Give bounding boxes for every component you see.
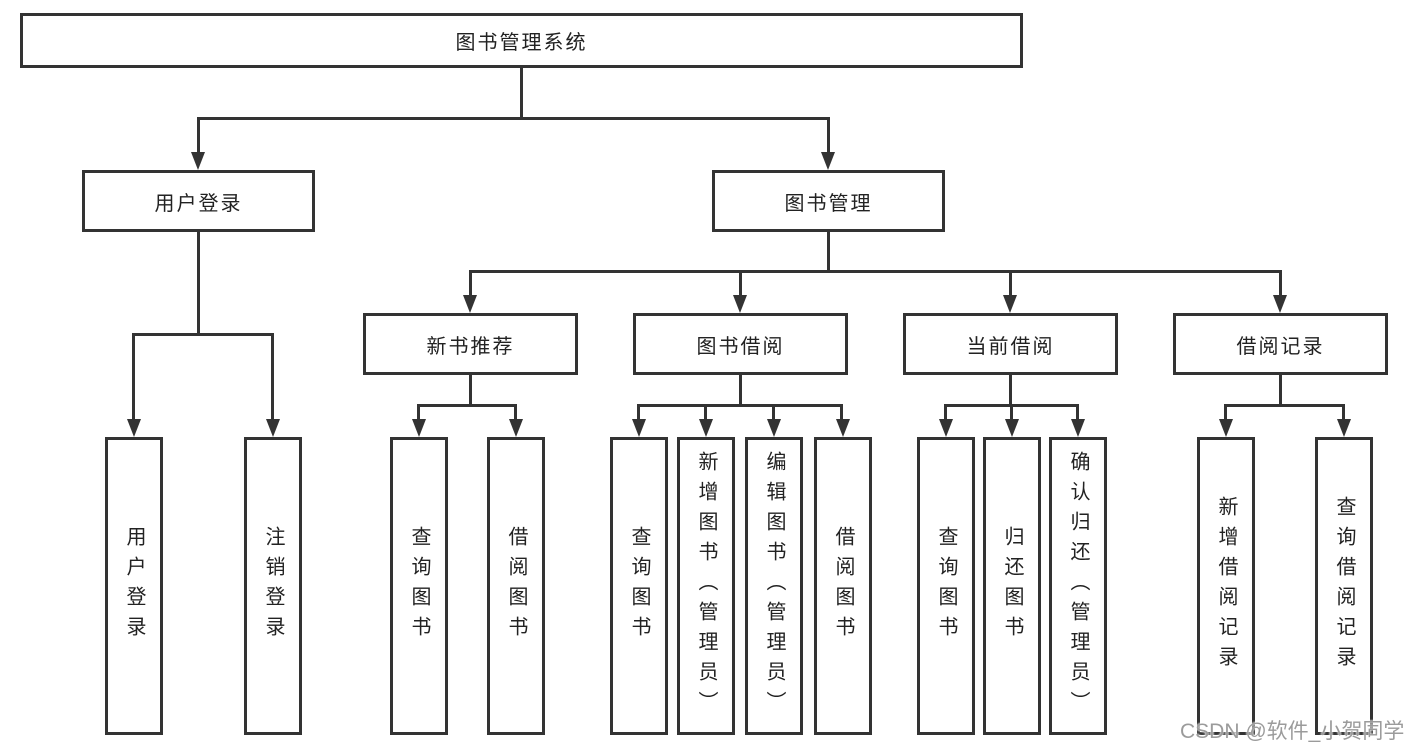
leaf-label: 借阅图书 (505, 526, 527, 646)
connector-line (739, 270, 742, 299)
arrow-down-icon (767, 419, 781, 437)
connector-line (469, 270, 1282, 273)
node-label: 新书推荐 (426, 335, 515, 358)
arrow-down-icon (191, 152, 205, 170)
arrow-down-icon (939, 419, 953, 437)
arrow-down-icon (1071, 419, 1085, 437)
leaf-edit-book-admin: 编辑图书（管理员） (745, 437, 803, 735)
connector-line (197, 232, 200, 336)
connector-line (469, 375, 472, 407)
arrow-down-icon (821, 152, 835, 170)
leaf-query-books-borrow: 查询图书 (610, 437, 668, 735)
node-borrow-records: 借阅记录 (1173, 313, 1388, 375)
arrow-down-icon (463, 295, 477, 313)
connector-line (944, 404, 947, 423)
node-label: 用户登录 (154, 192, 243, 215)
connector-line (1279, 270, 1282, 299)
leaf-borrow-books-recommend: 借阅图书 (487, 437, 545, 735)
leaf-label: 确认归还（管理员） (1067, 451, 1089, 721)
connector-line (197, 117, 200, 156)
node-book-management: 图书管理 (712, 170, 945, 232)
arrow-down-icon (1003, 295, 1017, 313)
connector-line (827, 232, 830, 273)
leaf-query-borrow-record: 查询借阅记录 (1315, 437, 1373, 735)
leaf-borrow-books-borrow: 借阅图书 (814, 437, 872, 735)
leaf-add-borrow-record: 新增借阅记录 (1197, 437, 1255, 735)
watermark-text: CSDN @软件_小贺同学 (1180, 720, 1405, 743)
connector-line (271, 333, 274, 423)
connector-line (827, 117, 830, 156)
connector-line (1224, 404, 1345, 407)
leaf-label: 查询图书 (628, 526, 650, 646)
connector-line (1009, 270, 1012, 299)
node-label: 图书管理 (784, 192, 873, 215)
leaf-label: 归还图书 (1001, 526, 1023, 646)
arrow-down-icon (836, 419, 850, 437)
connector-line (514, 404, 517, 423)
leaf-label: 注销登录 (262, 526, 284, 646)
node-label: 借阅记录 (1236, 335, 1325, 358)
connector-line (1009, 375, 1012, 407)
leaf-label: 新增借阅记录 (1215, 496, 1237, 676)
connector-line (772, 404, 775, 423)
arrow-down-icon (632, 419, 646, 437)
connector-line (132, 333, 135, 423)
connector-line (739, 375, 742, 407)
leaf-label: 查询图书 (935, 526, 957, 646)
node-label: 图书借阅 (696, 335, 785, 358)
leaf-label: 用户登录 (123, 526, 145, 646)
node-user-login: 用户登录 (82, 170, 315, 232)
connector-line (469, 270, 472, 299)
leaf-label: 新增图书（管理员） (695, 451, 717, 721)
arrow-down-icon (1337, 419, 1351, 437)
node-label: 图书管理系统 (455, 32, 588, 54)
leaf-query-books-recommend: 查询图书 (390, 437, 448, 735)
leaf-query-books-current: 查询图书 (917, 437, 975, 735)
arrow-down-icon (733, 295, 747, 313)
node-new-book-recommend: 新书推荐 (363, 313, 578, 375)
arrow-down-icon (1273, 295, 1287, 313)
connector-line (1342, 404, 1345, 423)
connector-line (840, 404, 843, 423)
leaf-add-book-admin: 新增图书（管理员） (677, 437, 735, 735)
leaf-label: 编辑图书（管理员） (763, 451, 785, 721)
connector-line (1279, 375, 1282, 407)
node-book-borrowing: 图书借阅 (633, 313, 848, 375)
connector-line (637, 404, 843, 407)
arrow-down-icon (509, 419, 523, 437)
arrow-down-icon (127, 419, 141, 437)
leaf-confirm-return-admin: 确认归还（管理员） (1049, 437, 1107, 735)
leaf-label: 查询图书 (408, 526, 430, 646)
arrow-down-icon (699, 419, 713, 437)
connector-line (417, 404, 420, 423)
connector-line (417, 404, 517, 407)
connector-line (637, 404, 640, 423)
connector-line (1010, 404, 1013, 423)
arrow-down-icon (412, 419, 426, 437)
node-current-borrowing: 当前借阅 (903, 313, 1118, 375)
connector-line (1076, 404, 1079, 423)
arrow-down-icon (1219, 419, 1233, 437)
connector-line (132, 333, 274, 336)
arrow-down-icon (1005, 419, 1019, 437)
connector-line (520, 68, 523, 120)
leaf-label: 查询借阅记录 (1333, 496, 1355, 676)
node-label: 当前借阅 (966, 335, 1055, 358)
connector-line (704, 404, 707, 423)
connector-line (1224, 404, 1227, 423)
arrow-down-icon (266, 419, 280, 437)
node-library-management-system: 图书管理系统 (20, 13, 1023, 68)
leaf-user-login: 用户登录 (105, 437, 163, 735)
leaf-label: 借阅图书 (832, 526, 854, 646)
connector-line (197, 117, 830, 120)
leaf-return-books: 归还图书 (983, 437, 1041, 735)
leaf-logout: 注销登录 (244, 437, 302, 735)
